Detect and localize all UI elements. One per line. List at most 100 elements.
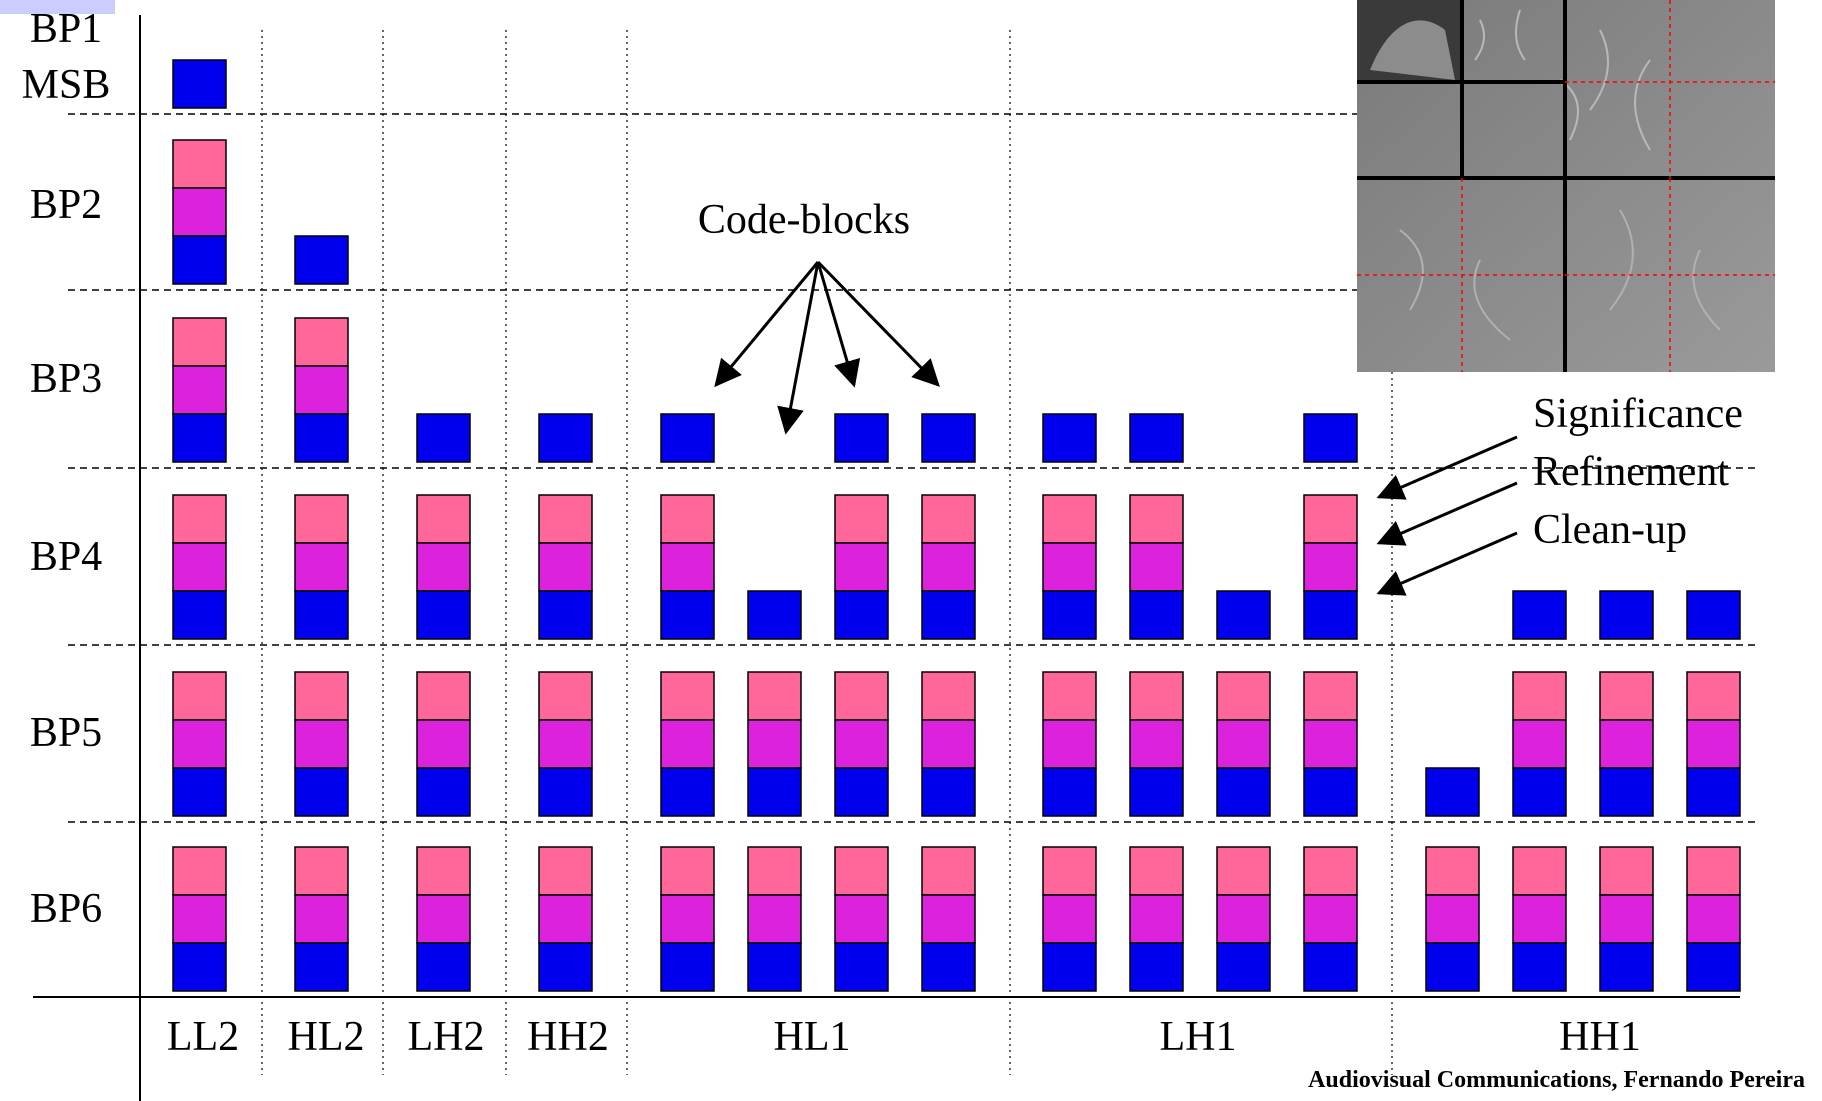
bitplane-label-bp5: BP5 [30,710,102,756]
clean-up-pass-block [921,942,976,992]
codeblock-column-ll2 [172,59,227,992]
significance-pass-block [538,494,593,544]
significance-pass-block [294,494,349,544]
significance-pass-block [747,671,802,721]
significance-pass-block [172,139,227,189]
significance-pass-block [1216,846,1271,896]
significance-pass-block [1216,671,1271,721]
codeblock-column-hh1-2 [1512,590,1567,992]
clean-up-pass-block [172,767,227,817]
pass-arrows [1376,435,1518,596]
refinement-pass-block [1686,719,1741,769]
clean-up-pass-block [294,235,349,285]
clean-up-pass-block [416,590,471,640]
codeblock-column-lh1-4 [1303,413,1358,992]
codeblock-column-hl1-4 [921,413,976,992]
code-blocks-arrows [714,260,940,435]
clean-up-pass-block [1303,413,1358,463]
refinement-pass-block [1216,719,1271,769]
significance-pass-block [921,846,976,896]
refinement-pass-block [538,894,593,944]
code-blocks-label: Code-blocks [698,197,910,243]
subband-label-lh1: LH1 [1160,1014,1237,1060]
refinement-pass-block [834,542,889,592]
clean-up-pass-block [538,942,593,992]
clean-up-pass-block [172,59,227,109]
significance-pass-block [1425,846,1480,896]
significance-pass-block [416,846,471,896]
refinement-pass-block [538,542,593,592]
codeblock-column-hl1-3 [834,413,889,992]
clean-up-pass-block [1042,942,1097,992]
clean-up-pass-block [660,590,715,640]
clean-up-pass-block [1216,942,1271,992]
refinement-pass-block [1216,894,1271,944]
clean-up-arrow [1376,531,1518,596]
refinement-pass-block [1686,894,1741,944]
clean-up-pass-block [1303,767,1358,817]
significance-pass-block [172,317,227,367]
codeblock-column-hl1-1 [660,413,715,992]
subband-label-hl2: HL2 [288,1014,365,1060]
refinement-pass-block [660,719,715,769]
corner-accent [0,0,115,14]
clean-up-pass-block [747,590,802,640]
refinement-pass-block [416,719,471,769]
significance-pass-block [172,846,227,896]
refinement-pass-block [1129,719,1184,769]
refinement-pass-block [1303,894,1358,944]
significance-pass-block [660,494,715,544]
significance-pass-block [660,671,715,721]
significance-pass-block [1042,846,1097,896]
refinement-pass-block [660,894,715,944]
clean-up-pass-block [1512,590,1567,640]
refinement-pass-block [172,719,227,769]
refinement-pass-block [921,894,976,944]
significance-pass-block [294,671,349,721]
wavelet-decomposition-thumbnail [1357,0,1775,372]
clean-up-pass-block [1303,590,1358,640]
subband-label-lh2: LH2 [408,1014,485,1060]
clean-up-pass-block [834,767,889,817]
clean-up-pass-block [1216,767,1271,817]
refinement-pass-block [1129,542,1184,592]
clean-up-pass-block [294,590,349,640]
significance-pass-block [921,671,976,721]
significance-pass-block [294,846,349,896]
clean-up-pass-block [172,590,227,640]
refinement-pass-block [1599,719,1654,769]
significance-pass-block [1129,494,1184,544]
significance-pass-block [416,494,471,544]
significance-pass-block [834,494,889,544]
clean-up-pass-block [1042,590,1097,640]
refinement-pass-block [834,719,889,769]
significance-pass-block [1303,671,1358,721]
refinement-pass-block [1599,894,1654,944]
clean-up-pass-block [1686,767,1741,817]
codeblock-column-hh1-4 [1686,590,1741,992]
subband-label-hh1: HH1 [1559,1014,1641,1060]
subband-label-hh2: HH2 [527,1014,609,1060]
clean-up-pass-block [1129,767,1184,817]
subband-label-ll2: LL2 [167,1014,239,1060]
clean-up-pass-block [1512,767,1567,817]
msb-label: MSB [22,62,111,108]
significance-pass-block [921,494,976,544]
refinement-pass-block [172,365,227,415]
clean-up-pass-block [416,767,471,817]
codeblock-column-lh1-1 [1042,413,1097,992]
refinement-pass-block [416,542,471,592]
clean-up-pass-block [921,413,976,463]
clean-up-pass-block [1599,767,1654,817]
code-block-arrow [777,261,820,435]
clean-up-pass-block [172,942,227,992]
significance-pass-block [1599,846,1654,896]
clean-up-pass-block [294,942,349,992]
clean-up-pass-block [538,590,593,640]
clean-up-pass-block [834,413,889,463]
code-block-arrow [714,261,820,388]
clean-up-pass-block [1686,590,1741,640]
